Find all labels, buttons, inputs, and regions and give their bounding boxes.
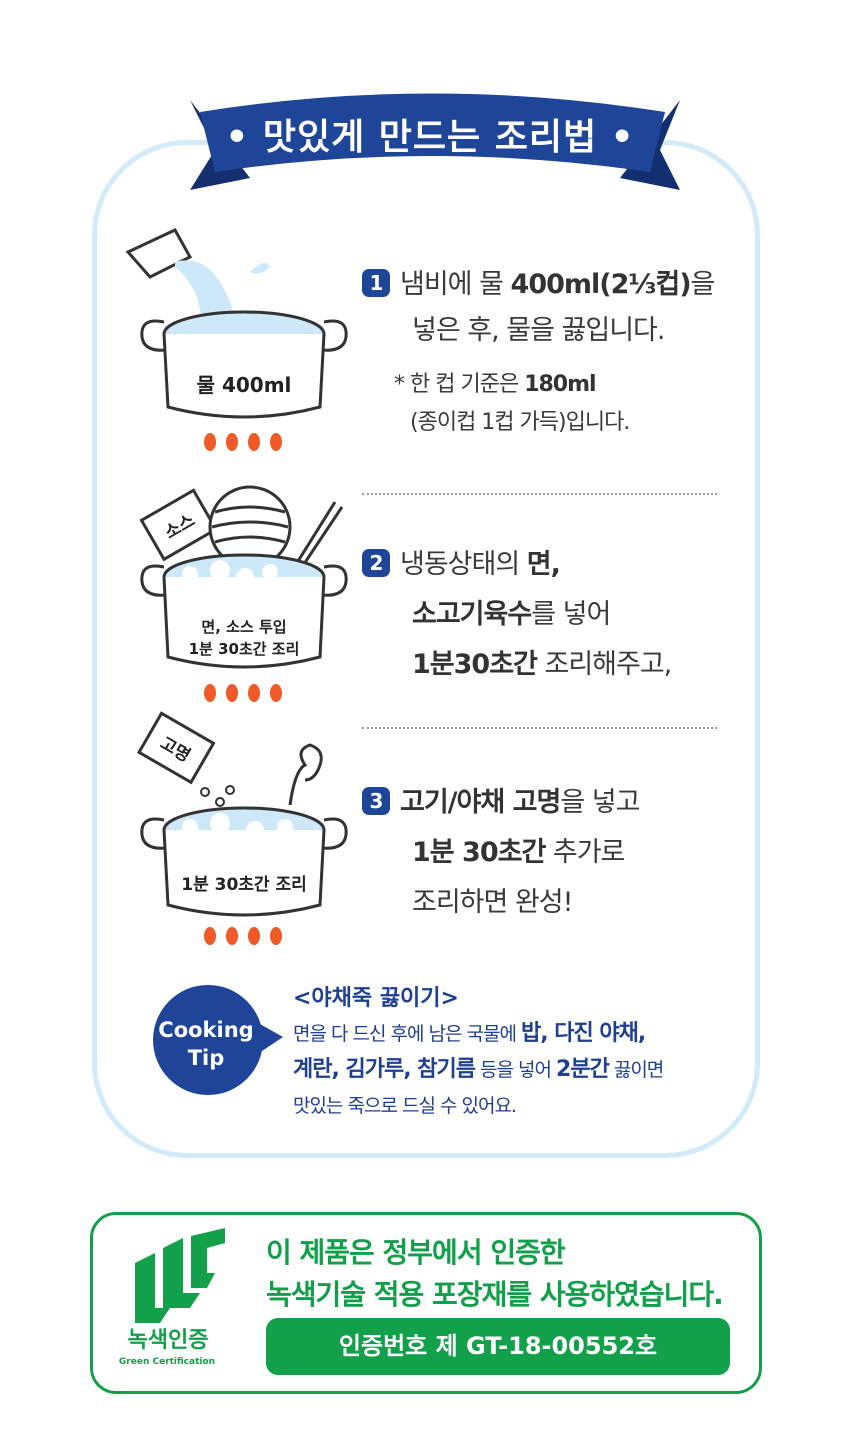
step-text: 냉동상태의	[400, 549, 527, 580]
page-title: • 맛있게 만드는 조리법 •	[225, 117, 635, 158]
cooking-tip-badge: Cooking Tip	[153, 985, 283, 1095]
step-text-bold: 1분30초간	[412, 649, 538, 680]
badge-text: Tip	[188, 1046, 225, 1070]
statement-line: 녹색기술 적용 포장재를 사용하였습니다.	[266, 1278, 724, 1311]
step-text-bold: 면,	[526, 549, 561, 580]
divider	[362, 727, 717, 729]
pot-label: 물 400ml	[197, 373, 292, 397]
divider	[362, 493, 717, 495]
step-text: 조리해주고,	[536, 649, 672, 680]
step-text-bold: 1분 30초간	[412, 837, 546, 868]
certification-statement: 이 제품은 정부에서 인증한 녹색기술 적용 포장재를 사용하였습니다.	[266, 1232, 724, 1316]
tip-text: 등을 넣어	[474, 1059, 557, 1081]
pot-garnish-illustration: 고명 1분 30초간 조리	[136, 711, 348, 945]
tip-text-bold: 2분간	[556, 1057, 610, 1082]
step-text: 냄비에 물	[400, 269, 511, 300]
tip-text: 끓이면	[608, 1059, 664, 1081]
tip-text-bold: 밥, 다진 야채,	[521, 1021, 646, 1046]
step-text: 을	[690, 269, 716, 300]
note-text: (종이컵 1컵 가득)입니다.	[410, 410, 630, 435]
step-text: 을 넣고	[560, 787, 640, 818]
badge-text: Cooking	[158, 1018, 253, 1042]
pot-water-illustration: 물 400ml	[125, 228, 348, 451]
pot-label-2: 1분 30초간 조리	[189, 640, 300, 658]
flame-icons	[204, 927, 282, 945]
pot-label-1: 면, 소스 투입	[201, 618, 286, 636]
step-2: 2 냉동상태의 면, 소고기육수를 넣어 1분30초간 조리해주고,	[362, 542, 672, 688]
flame-icons	[204, 433, 282, 451]
tip-text: 맛있는 죽으로 드실 수 있어요.	[293, 1095, 517, 1117]
step-3: 3 고기/야채 고명을 넣고 1분 30초간 추가로 조리하면 완성!	[362, 780, 640, 926]
pot-noodle-illustration: 소스 면, 소스 투입 1분 30초간 조리	[139, 485, 348, 702]
step-number-badge: 2	[362, 548, 390, 577]
step-text-bold: 400ml(2⅓컵)	[510, 269, 692, 300]
step-text: 넣은 후, 물을 끓입니다.	[412, 315, 665, 346]
tip-title: <야채죽 끓이기>	[293, 986, 459, 1011]
step-number-badge: 3	[362, 786, 390, 815]
note-text-bold: 180ml	[524, 372, 596, 397]
green-certification-box	[90, 1212, 762, 1394]
cooking-tip-content: <야채죽 끓이기> 면을 다 드신 후에 남은 국물에 밥, 다진 야채, 계란…	[293, 982, 664, 1124]
step-text: 조리하면 완성!	[412, 887, 573, 918]
step-1: 1 냄비에 물 400ml(2⅓컵)을 넣은 후, 물을 끓입니다. * 한 컵 …	[362, 262, 716, 442]
step-text-bold: 고기/야채 고명	[400, 787, 561, 818]
step-text-bold: 소고기육수	[412, 599, 532, 630]
certification-number: 인증번호 제 GT-18-00552호	[266, 1318, 730, 1375]
flame-icons	[204, 684, 282, 702]
note-text: * 한 컵 기준은	[394, 372, 525, 397]
green-certification-logo	[135, 1228, 225, 1323]
step-number-badge: 1	[362, 268, 390, 297]
step-text: 추가로	[545, 837, 626, 868]
tip-text-bold: 계란, 김가루, 참기름	[293, 1057, 476, 1082]
logo-text-english: Green Certification	[118, 1357, 216, 1367]
step-text: 를 넣어	[531, 599, 611, 630]
tip-text: 면을 다 드신 후에 남은 국물에	[293, 1023, 521, 1045]
pot-label: 1분 30초간 조리	[181, 875, 307, 895]
logo-text-korean: 녹색인증	[127, 1328, 209, 1353]
statement-line: 이 제품은 정부에서 인증한	[266, 1236, 566, 1269]
title-ribbon	[190, 93, 680, 190]
